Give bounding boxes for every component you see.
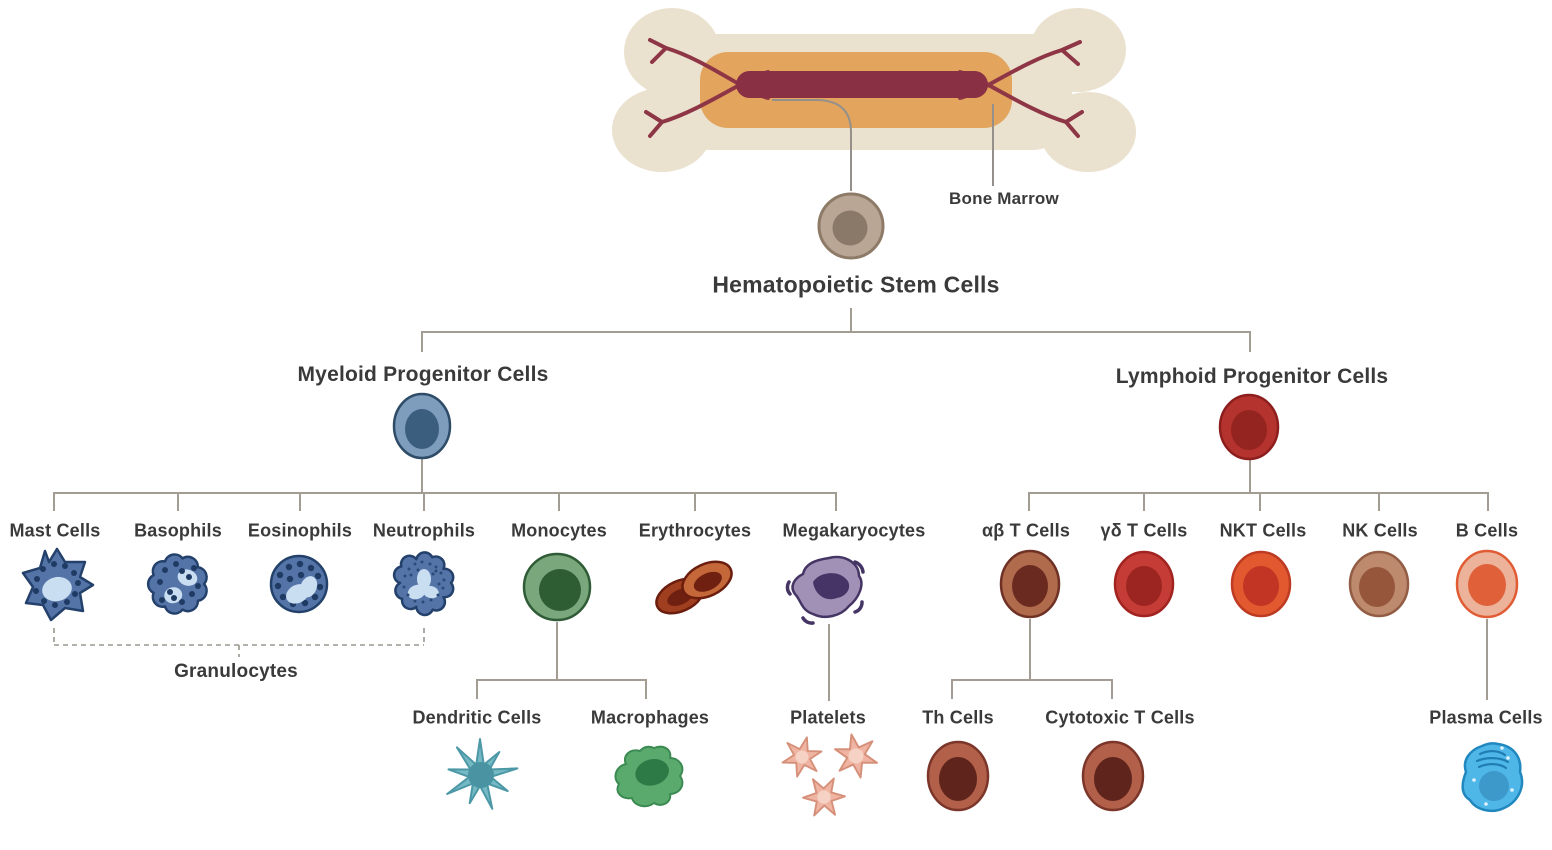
label-eosinophils: Eosinophils bbox=[247, 520, 353, 541]
label-dendritic-cells: Dendritic Cells bbox=[412, 707, 542, 728]
myeloid-progenitor-cell-icon bbox=[392, 392, 452, 460]
label-erythrocytes: Erythrocytes bbox=[638, 520, 752, 541]
platelets-icon bbox=[779, 729, 881, 825]
label-nk-cells: NK Cells bbox=[1342, 520, 1418, 541]
monocyte-cell-icon bbox=[522, 552, 592, 622]
myeloid-branch bbox=[53, 492, 837, 511]
label-mast-cells: Mast Cells bbox=[9, 520, 101, 541]
plasma-cell-icon bbox=[1461, 742, 1524, 812]
gamma-delta-t-cell-icon bbox=[1113, 550, 1175, 618]
label-megakaryocytes: Megakaryocytes bbox=[782, 520, 926, 541]
label-gamma-delta-t-cells: γδ T Cells bbox=[1100, 520, 1188, 541]
neutrophil-cell-icon bbox=[392, 551, 455, 617]
callout-lines bbox=[772, 99, 994, 191]
label-th-cells: Th Cells bbox=[922, 707, 994, 728]
label-hematopoietic-stem-cells: Hematopoietic Stem Cells bbox=[712, 271, 1000, 298]
label-cytotoxic-t-cells: Cytotoxic T Cells bbox=[1045, 707, 1195, 728]
label-lymphoid-progenitor-cells: Lymphoid Progenitor Cells bbox=[1115, 365, 1389, 388]
bone-marrow-bar bbox=[736, 71, 988, 98]
macrophage-cell-icon bbox=[614, 745, 684, 808]
hsc-cell-icon bbox=[817, 192, 885, 260]
label-platelets: Platelets bbox=[790, 707, 866, 728]
alpha-beta-t-cell-icon bbox=[999, 549, 1061, 619]
th-cell-icon bbox=[926, 740, 990, 812]
blood-vessels bbox=[644, 38, 1084, 138]
label-nkt-cells: NKT Cells bbox=[1219, 520, 1307, 541]
label-basophils: Basophils bbox=[134, 520, 222, 541]
megakaryocyte-cell-icon bbox=[785, 555, 865, 625]
eosinophil-cell-icon bbox=[269, 554, 329, 614]
label-macrophages: Macrophages bbox=[590, 707, 710, 728]
cytotoxic-t-cell-icon bbox=[1081, 740, 1145, 812]
b-cell-icon bbox=[1455, 549, 1519, 619]
tree-connectors bbox=[53, 308, 1489, 701]
monocyte-branch bbox=[476, 679, 647, 699]
lymphoid-branch bbox=[1028, 492, 1489, 511]
nk-cell-icon bbox=[1348, 550, 1410, 618]
label-monocytes: Monocytes bbox=[511, 520, 607, 541]
label-myeloid-progenitor-cells: Myeloid Progenitor Cells bbox=[297, 363, 549, 386]
lymphoid-progenitor-cell-icon bbox=[1218, 393, 1280, 461]
dendritic-cell-icon bbox=[446, 738, 519, 810]
label-granulocytes: Granulocytes bbox=[174, 661, 298, 682]
abt-branch bbox=[951, 679, 1113, 699]
granulocytes-bracket bbox=[53, 628, 425, 657]
label-alpha-beta-t-cells: αβ T Cells bbox=[981, 520, 1071, 541]
basophil-cell-icon bbox=[146, 553, 208, 615]
progenitor-split bbox=[421, 331, 1251, 352]
mast-cell-icon bbox=[21, 547, 95, 622]
label-neutrophils: Neutrophils bbox=[372, 520, 476, 541]
hsc-callout-line bbox=[772, 99, 852, 191]
bone-illustration bbox=[612, 8, 1136, 172]
label-bone-marrow: Bone Marrow bbox=[949, 189, 1059, 208]
label-plasma-cells: Plasma Cells bbox=[1429, 707, 1543, 728]
erythrocytes-cell-icon bbox=[655, 560, 733, 615]
nkt-cell-icon bbox=[1230, 550, 1292, 618]
label-b-cells: B Cells bbox=[1455, 520, 1519, 541]
